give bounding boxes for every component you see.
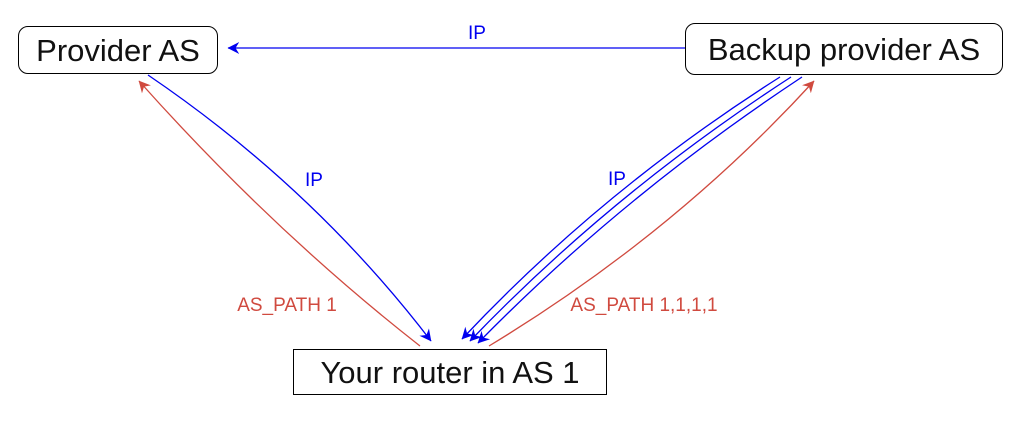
- node-your-router-label: Your router in AS 1: [320, 354, 580, 390]
- node-provider-as: Provider AS: [18, 26, 218, 74]
- edge-label-ip-top: IP: [468, 23, 486, 44]
- edge-aspath-router-to-backup-line: [488, 80, 815, 347]
- edge-label-ip-right: IP: [608, 169, 626, 190]
- node-provider-as-label: Provider AS: [36, 32, 200, 68]
- edge-aspath-router-to-provider-line: [138, 80, 421, 347]
- edge-label-aspath-left: AS_PATH 1: [237, 295, 337, 316]
- edge-label-ip-left: IP: [305, 170, 323, 191]
- edge-ip-backup-to-router-line-3: [477, 76, 803, 344]
- node-your-router: Your router in AS 1: [293, 349, 607, 395]
- edge-ip-backup-to-router-line-1: [461, 76, 781, 340]
- node-backup-provider-as: Backup provider AS: [685, 23, 1003, 75]
- edge-ip-provider-to-router-line: [147, 74, 432, 342]
- node-backup-provider-as-label: Backup provider AS: [707, 31, 981, 67]
- edge-label-aspath-right: AS_PATH 1,1,1,1: [570, 295, 718, 316]
- edge-ip-backup-to-router-line-2: [469, 76, 792, 342]
